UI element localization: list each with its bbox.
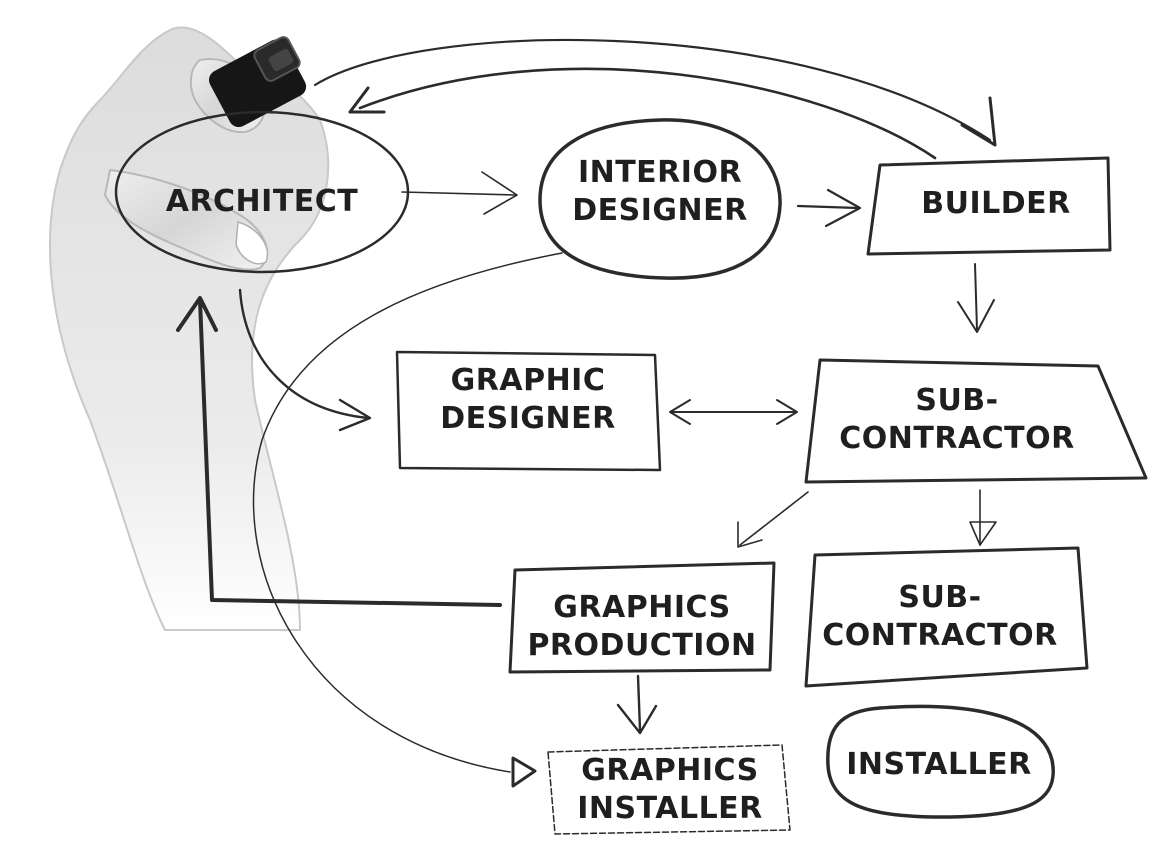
sub-contractor-2-line-1: SUB- — [898, 580, 982, 615]
arrowhead-subcontractor — [957, 299, 995, 333]
arrow-builder-to-subcontractor — [974, 263, 978, 331]
arrowhead-architect — [348, 86, 386, 114]
interior-designer-ellipse — [538, 118, 782, 280]
graphics-installer-line-1: GRAPHICS — [581, 753, 759, 788]
graphics-installer-line-2: INSTALLER — [577, 791, 763, 826]
arrow-subcontractor-to-production — [739, 491, 809, 546]
arrow-top-arc-to-builder — [313, 38, 992, 142]
sub-contractor-1-line-2: CONTRACTOR — [839, 421, 1075, 456]
builder-label: BUILDER — [921, 185, 1071, 223]
arrow-architect-to-interior — [401, 191, 516, 196]
graphics-installer-box — [547, 744, 791, 835]
arrowhead-left-graphic — [669, 399, 691, 425]
finger-shape — [103, 168, 269, 271]
architect-text: ARCHITECT — [165, 184, 359, 219]
arrow-architect-to-graphic — [238, 288, 370, 420]
arrowhead-builder — [824, 188, 862, 228]
installer-text: INSTALLER — [846, 747, 1032, 782]
arm-shape — [49, 26, 330, 631]
interior-designer-label: INTERIOR DESIGNER — [572, 154, 748, 230]
graphic-designer-line-2: DESIGNER — [440, 401, 616, 436]
arrowhead-graphics-installer-left — [511, 756, 537, 788]
arrow-builder-to-architect — [358, 67, 937, 160]
graphic-designer-box — [395, 350, 662, 472]
arrowhead-graphics-installer — [616, 703, 658, 735]
arrow-production-to-architect — [198, 298, 502, 607]
arrowhead-top-builder — [960, 96, 997, 147]
architect-label: ARCHITECT — [166, 183, 359, 221]
builder-box — [866, 156, 1112, 256]
arrow-interior-to-builder — [796, 204, 860, 210]
marker-icon — [209, 36, 307, 128]
graphics-production-line-2: PRODUCTION — [527, 628, 757, 663]
sub-contractor-2-line-2: CONTRACTOR — [822, 618, 1058, 653]
arrowhead-graphic — [338, 398, 372, 432]
graphics-production-box — [508, 561, 776, 674]
graphics-production-label: GRAPHICS PRODUCTION — [527, 589, 756, 665]
hand-marker-illustration — [49, 26, 330, 631]
fingernail-shape — [235, 221, 269, 265]
graphic-designer-label: GRAPHIC DESIGNER — [440, 362, 616, 438]
graphics-installer-label: GRAPHICS INSTALLER — [577, 752, 763, 828]
sub-contractor-2-label: SUB- CONTRACTOR — [822, 579, 1058, 655]
builder-text: BUILDER — [921, 186, 1071, 221]
graphic-designer-line-1: GRAPHIC — [450, 363, 606, 398]
arrowhead-right-subcontractor — [776, 399, 798, 425]
sub-contractor-2-box — [804, 546, 1089, 688]
installer-label: INSTALLER — [846, 746, 1032, 784]
arrow-production-to-installer — [636, 674, 642, 732]
installer-ellipse — [826, 704, 1055, 819]
arrowhead-production — [737, 521, 763, 548]
graphics-production-line-1: GRAPHICS — [553, 590, 731, 625]
connector-arrows — [176, 38, 997, 788]
arrowhead-subcontractor2 — [969, 521, 997, 546]
arrowhead-architect-bottom — [176, 296, 218, 332]
sub-contractor-1-line-1: SUB- — [915, 383, 999, 418]
interior-designer-line-2: DESIGNER — [572, 193, 748, 228]
sub-contractor-1-box — [804, 358, 1148, 484]
sub-contractor-1-label: SUB- CONTRACTOR — [839, 382, 1075, 458]
interior-designer-line-1: INTERIOR — [577, 155, 743, 190]
arrow-interior-to-graphics-installer — [252, 252, 563, 773]
arrowhead-interior — [481, 171, 518, 215]
